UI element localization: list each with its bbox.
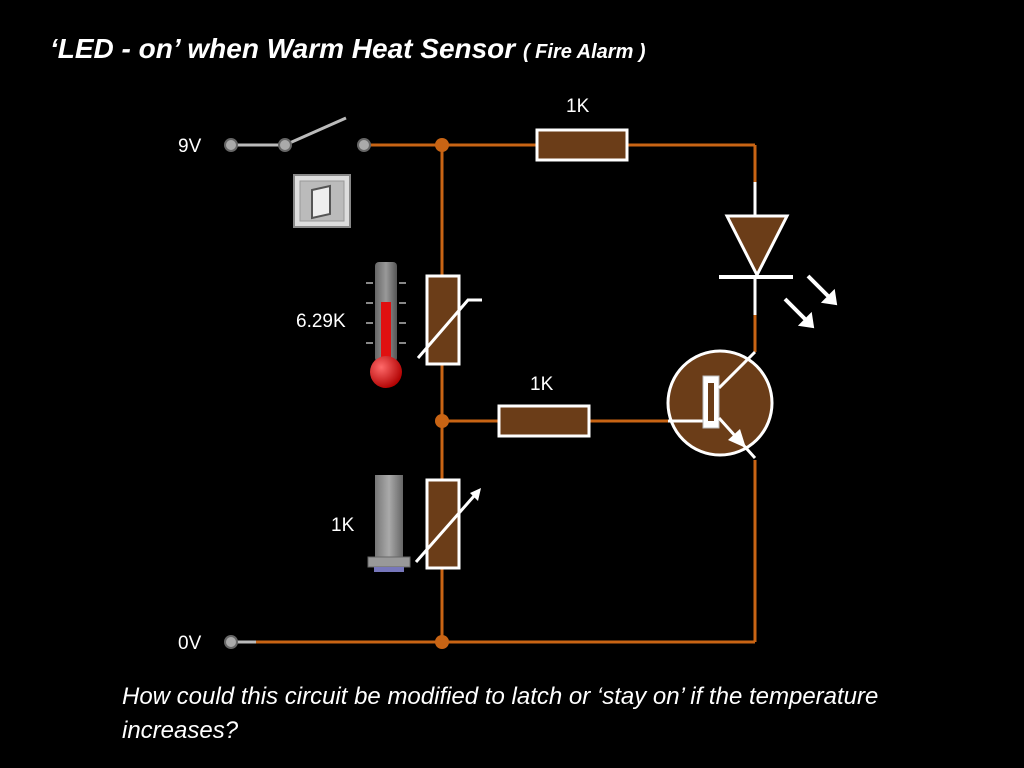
ground-label: 0V xyxy=(178,633,202,654)
transistor-icon xyxy=(666,349,774,460)
supply-label: 9V xyxy=(178,136,202,157)
title-sub: ( Fire Alarm ) xyxy=(522,41,646,63)
variable-resistor[interactable] xyxy=(414,478,481,570)
junction-dots xyxy=(435,138,449,649)
top-resistor xyxy=(535,128,629,162)
supply-terminals xyxy=(224,138,371,649)
thermometer-icon xyxy=(366,262,406,388)
variable-resistor-label: 1K xyxy=(331,515,355,536)
slide-title: ‘LED - on’ when Warm Heat Sensor ( Fire … xyxy=(50,33,646,65)
thermistor-label: 6.29K xyxy=(296,311,346,332)
switch-toggle-icon[interactable] xyxy=(293,174,351,228)
slider-icon[interactable] xyxy=(367,475,411,572)
base-resistor-label: 1K xyxy=(530,374,554,395)
question-text: How could this circuit be modified to la… xyxy=(122,683,879,744)
base-resistor xyxy=(497,404,591,438)
top-resistor-label: 1K xyxy=(566,96,590,117)
title-main: ‘LED - on’ when Warm Heat Sensor xyxy=(50,33,516,64)
power-switch[interactable] xyxy=(278,116,347,152)
led-icon xyxy=(719,182,838,329)
wires xyxy=(256,143,757,644)
thermistor xyxy=(416,274,482,366)
